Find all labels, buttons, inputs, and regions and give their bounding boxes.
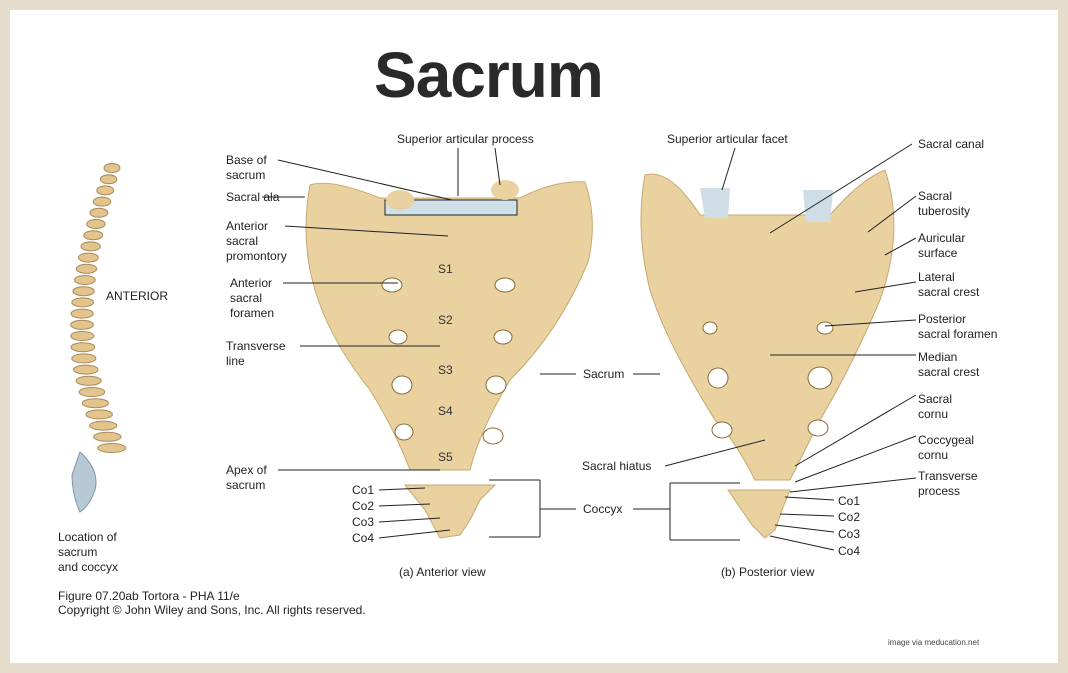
label-anterior-sacral-promontory: Anterior sacral promontory: [226, 219, 287, 263]
label-superior-articular-process: Superior articular process: [397, 132, 534, 146]
vertebra: [73, 275, 96, 285]
segment-s5: S5: [438, 450, 453, 464]
label-sacral-canal: Sacral canal: [918, 137, 985, 151]
label-transverse-process: Transverse process: [918, 469, 978, 498]
vertebra: [86, 219, 106, 229]
vertebra: [70, 319, 94, 330]
vertebra: [93, 431, 122, 442]
label-coccyx: Coccyx: [583, 502, 623, 516]
vertebra: [81, 398, 109, 409]
posterior-co1: Co1: [838, 494, 861, 508]
anterior-sacrum-illustration: [305, 180, 593, 539]
posterior-co2: Co2: [838, 510, 861, 524]
vertebra: [71, 297, 95, 308]
posterior-co4: Co4: [838, 544, 861, 558]
label-transverse-line: Transverse line: [226, 339, 286, 368]
vertebra: [83, 230, 104, 241]
label-sacral-tuberosity: Sacral tuberosity: [918, 189, 971, 218]
page-title: Sacrum: [374, 39, 604, 111]
copyright: Copyright © John Wiley and Sons, Inc. Al…: [58, 603, 366, 617]
vertebra: [97, 443, 127, 453]
vertebra: [70, 342, 96, 353]
vertebra: [89, 420, 118, 431]
vertebra: [80, 241, 101, 252]
vertebra: [78, 387, 106, 397]
segment-s4: S4: [438, 404, 453, 418]
anterior-view-caption: (a) Anterior view: [399, 565, 486, 579]
label-sacrum: Sacrum: [583, 367, 625, 381]
anterior-co2: Co2: [352, 499, 375, 513]
spine-orientation-label: ANTERIOR: [106, 289, 169, 303]
label-sacral-hiatus: Sacral hiatus: [582, 459, 652, 473]
vertebra: [72, 286, 95, 297]
vertebra: [71, 353, 97, 364]
vertebra: [103, 163, 121, 173]
vertebra: [75, 375, 102, 386]
anterior-co3: Co3: [352, 515, 375, 529]
segment-s1: S1: [438, 262, 453, 276]
vertebra: [92, 196, 112, 207]
label-sacral-cornu: Sacral cornu: [918, 392, 953, 421]
leader-lines: [262, 143, 917, 551]
vertebra: [85, 409, 113, 420]
label-coccygeal-cornu: Coccygeal cornu: [918, 433, 975, 462]
figure-credit: Figure 07.20ab Tortora - PHA 11/e: [58, 589, 240, 603]
anterior-co1: Co1: [352, 483, 375, 497]
vertebra: [70, 331, 95, 341]
posterior-co3: Co3: [838, 527, 861, 541]
image-source: image via meducation.net: [888, 638, 980, 647]
vertebra: [75, 263, 98, 274]
label-median-sacral-crest: Median sacral crest: [918, 350, 980, 379]
sacrum-highlight: [71, 451, 97, 513]
vertebra: [96, 185, 115, 196]
vertebra: [99, 174, 118, 185]
vertebra: [72, 364, 99, 375]
label-apex-of-sacrum: Apex of sacrum: [226, 463, 267, 492]
label-sacral-ala: Sacral ala: [226, 190, 280, 204]
vertebra: [77, 252, 99, 263]
vertebra: [89, 207, 109, 218]
label-superior-articular-facet: Superior articular facet: [667, 132, 788, 146]
vertebra: [70, 308, 94, 319]
label-base-of-sacrum: Base of sacrum: [226, 153, 267, 182]
label-auricular-surface: Auricular surface: [918, 231, 966, 260]
segment-s3: S3: [438, 363, 453, 377]
label-anterior-sacral-foramen: Anterior sacral foramen: [230, 276, 275, 320]
posterior-sacrum-illustration: [640, 169, 895, 539]
spine-caption: Location of sacrum and coccyx: [58, 530, 119, 574]
label-lateral-sacral-crest: Lateral sacral crest: [918, 270, 980, 299]
anterior-co4: Co4: [352, 531, 375, 545]
segment-s2: S2: [438, 313, 453, 327]
posterior-view-caption: (b) Posterior view: [721, 565, 815, 579]
spine-illustration: [70, 163, 127, 513]
label-posterior-sacral-foramen: Posterior sacral foramen: [918, 312, 998, 341]
